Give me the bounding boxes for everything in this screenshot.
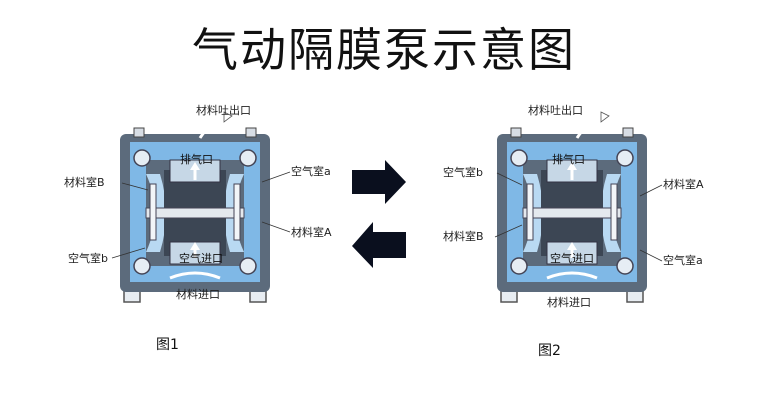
- fig2-chamber-b-label: 材料室B: [443, 229, 484, 243]
- fig1-inlet-label: 材料进口: [176, 287, 220, 301]
- page-title: 气动隔膜泵示意图: [192, 23, 576, 77]
- fig2-inlet-label: 材料进口: [547, 295, 591, 309]
- arrow-right-icon: [352, 160, 406, 204]
- fig1-air-in-label: 空气进口: [179, 251, 223, 265]
- fig2-air-in-label: 空气进口: [550, 251, 594, 265]
- arrow-left-icon: [352, 222, 406, 268]
- fig1-chamber-a-label: 材料室A: [291, 225, 332, 239]
- fig2-caption: 图2: [538, 343, 561, 359]
- fig1-air-a-label: 空气室a: [291, 164, 331, 178]
- fig2-chamber-a-label: 材料室A: [663, 177, 704, 191]
- fig1-exhaust-label: 排气口: [180, 152, 213, 166]
- fig1-chamber-b-label: 材料室B: [64, 175, 105, 189]
- fig1-caption: 图1: [156, 337, 179, 353]
- pump-fig1: [118, 110, 272, 304]
- fig1-air-b-label: 空气室b: [68, 251, 108, 265]
- fig2-air-b-label: 空气室b: [443, 165, 483, 179]
- fig2-exhaust-label: 排气口: [552, 152, 585, 166]
- fig1-outlet-label: 材料吐出口: [196, 103, 251, 117]
- pump-fig2: [495, 110, 649, 304]
- fig2-outlet-label: 材料吐出口: [528, 103, 583, 117]
- fig2-air-a-label: 空气室a: [663, 253, 703, 267]
